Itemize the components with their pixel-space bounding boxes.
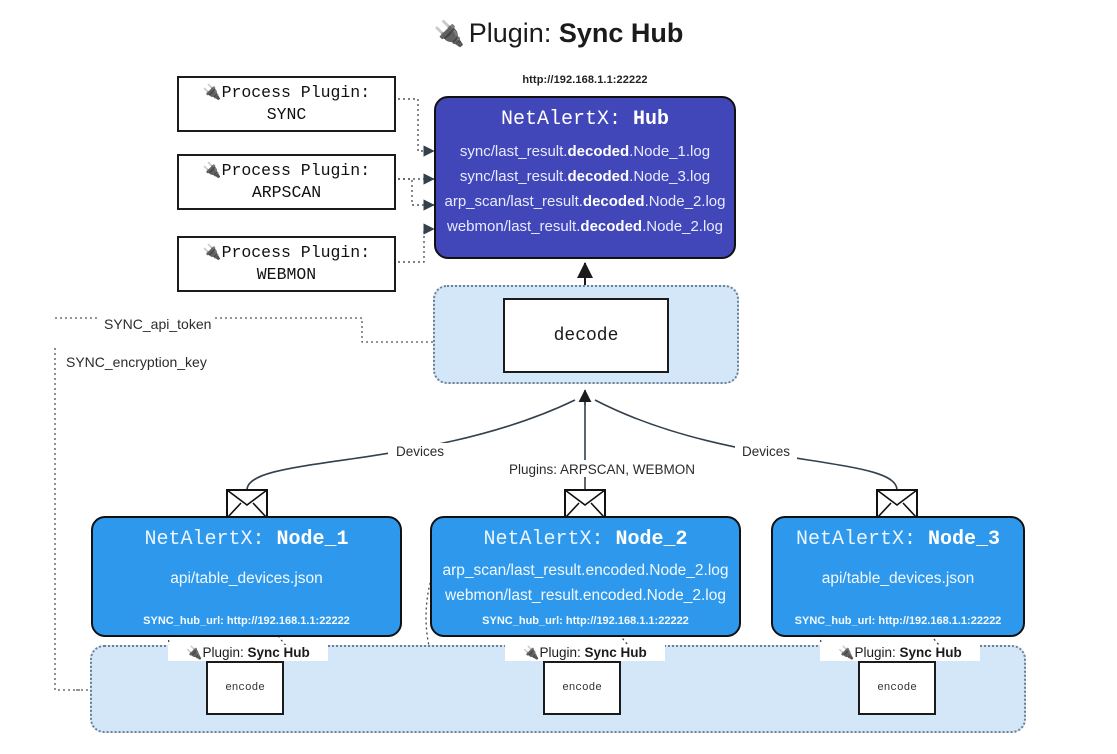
hub-log-mid: decoded bbox=[567, 167, 630, 185]
encode-box-node-2[interactable]: encode bbox=[543, 661, 621, 715]
node-title-lead: NetAlertX: bbox=[795, 528, 928, 551]
band-plugin-strong: Sync Hub bbox=[899, 645, 962, 660]
hub-log-post: .Node_3.log bbox=[629, 167, 711, 185]
band-plugin-strong: Sync Hub bbox=[247, 645, 310, 660]
process-plugin-box-sync[interactable]: 🔌Process Plugin: SYNC bbox=[177, 76, 396, 132]
process-plugin-label: Process Plugin: bbox=[221, 243, 371, 263]
node-title: NetAlertX: Node_1 bbox=[93, 528, 400, 551]
hub-log-mid: decoded bbox=[580, 217, 643, 235]
hub-log-row: sync/last_result.decoded.Node_1.log bbox=[436, 140, 734, 165]
node-title: NetAlertX: Node_3 bbox=[773, 528, 1023, 551]
node-title-strong: Node_1 bbox=[276, 528, 349, 551]
process-plugin-box-arpscan[interactable]: 🔌Process Plugin: ARPSCAN bbox=[177, 154, 396, 210]
encode-label: encode bbox=[562, 682, 602, 694]
node-footer: SYNC_hub_url: http://192.168.1.1:22222 bbox=[143, 615, 350, 627]
band-plugin-lead: Plugin: bbox=[202, 645, 248, 660]
sync-api-token-label: SYNC_api_token bbox=[100, 316, 216, 332]
hub-log-post: .Node_2.log bbox=[642, 217, 723, 235]
node-row: api/table_devices.json bbox=[170, 570, 323, 587]
mail-icon bbox=[876, 489, 918, 524]
process-plugin-label: Process Plugin: bbox=[221, 161, 371, 181]
plug-icon: 🔌 bbox=[202, 161, 222, 180]
plug-icon: 🔌 bbox=[523, 645, 540, 660]
hub-log-pre: arp_scan/last_result. bbox=[444, 192, 583, 210]
process-plugin-box-webmon[interactable]: 🔌Process Plugin: WEBMON bbox=[177, 236, 396, 292]
sync-encryption-key-label: SYNC_encryption_key bbox=[62, 354, 211, 370]
band-plugin-label-node-1: 🔌Plugin: Sync Hub bbox=[168, 645, 328, 661]
plug-icon: 🔌 bbox=[202, 83, 222, 102]
mail-icon bbox=[226, 489, 268, 524]
plug-icon: 🔌 bbox=[186, 645, 203, 660]
page-title-strong: Sync Hub bbox=[558, 18, 684, 48]
node-row: webmon/last_result.encoded.Node_2.log bbox=[445, 586, 726, 604]
encode-label: encode bbox=[225, 682, 265, 694]
hub-log-row: webmon/last_result.decoded.Node_2.log bbox=[436, 215, 734, 240]
hub-log-post: .Node_1.log bbox=[629, 143, 711, 160]
hub-log-mid: decoded bbox=[567, 143, 630, 160]
edge-label-plugins-center: Plugins: ARPSCAN, WEBMON bbox=[509, 462, 695, 477]
band-plugin-lead: Plugin: bbox=[539, 645, 585, 660]
hub-log-row: sync/last_result.decoded.Node_3.log bbox=[436, 165, 734, 190]
hub-node[interactable]: NetAlertX: Hub sync/last_result.decoded.… bbox=[434, 96, 736, 259]
node-row: arp_scan/last_result.encoded.Node_2.log bbox=[442, 562, 729, 579]
encode-label: encode bbox=[877, 682, 917, 694]
node-title-strong: Node_2 bbox=[615, 528, 688, 551]
plug-icon: 🔌 bbox=[433, 20, 465, 48]
hub-log-mid: decoded bbox=[582, 192, 645, 210]
node-row: api/table_devices.json bbox=[821, 570, 975, 587]
plug-icon: 🔌 bbox=[838, 645, 855, 660]
node-title-lead: NetAlertX: bbox=[144, 528, 277, 551]
hub-title: NetAlertX: Hub bbox=[436, 108, 734, 131]
encode-box-node-1[interactable]: encode bbox=[206, 661, 284, 715]
node-title: NetAlertX: Node_2 bbox=[432, 528, 739, 551]
node-box-node-3[interactable]: NetAlertX: Node_3 api/table_devices.json… bbox=[771, 516, 1025, 637]
edge-label-devices-right: Devices bbox=[742, 444, 790, 459]
band-plugin-label-node-2: 🔌Plugin: Sync Hub bbox=[505, 645, 665, 661]
node-title-strong: Node_3 bbox=[928, 528, 1001, 551]
hub-title-strong: Hub bbox=[633, 108, 670, 131]
hub-log-row: arp_scan/last_result.decoded.Node_2.log bbox=[436, 190, 734, 215]
page-title-lead: Plugin: bbox=[468, 18, 559, 48]
process-plugin-name: WEBMON bbox=[256, 265, 317, 284]
plug-icon: 🔌 bbox=[202, 243, 222, 262]
hub-title-lead: NetAlertX: bbox=[500, 108, 633, 131]
node-title-lead: NetAlertX: bbox=[483, 528, 616, 551]
hub-log-pre: sync/last_result. bbox=[459, 167, 568, 185]
decode-label: decode bbox=[553, 325, 619, 346]
band-plugin-label-node-3: 🔌Plugin: Sync Hub bbox=[820, 645, 980, 661]
hub-log-pre: webmon/last_result. bbox=[447, 217, 581, 235]
hub-url-label: http://192.168.1.1:22222 bbox=[522, 74, 648, 86]
band-plugin-strong: Sync Hub bbox=[584, 645, 647, 660]
page-title: 🔌Plugin: Sync Hub bbox=[0, 18, 1117, 49]
hub-log-post: .Node_2.log bbox=[644, 192, 726, 210]
band-plugin-lead: Plugin: bbox=[854, 645, 900, 660]
node-box-node-1[interactable]: NetAlertX: Node_1 api/table_devices.json… bbox=[91, 516, 402, 637]
hub-log-pre: sync/last_result. bbox=[459, 143, 568, 160]
process-plugin-name: SYNC bbox=[266, 105, 307, 124]
edge-label-devices-left: Devices bbox=[396, 444, 444, 459]
encode-box-node-3[interactable]: encode bbox=[858, 661, 936, 715]
node-footer: SYNC_hub_url: http://192.168.1.1:22222 bbox=[794, 615, 1002, 627]
process-plugin-label: Process Plugin: bbox=[221, 83, 371, 103]
node-footer: SYNC_hub_url: http://192.168.1.1:22222 bbox=[482, 615, 689, 627]
node-box-node-2[interactable]: NetAlertX: Node_2 arp_scan/last_result.e… bbox=[430, 516, 741, 637]
process-plugin-name: ARPSCAN bbox=[251, 183, 322, 202]
decode-box[interactable]: decode bbox=[503, 298, 669, 373]
